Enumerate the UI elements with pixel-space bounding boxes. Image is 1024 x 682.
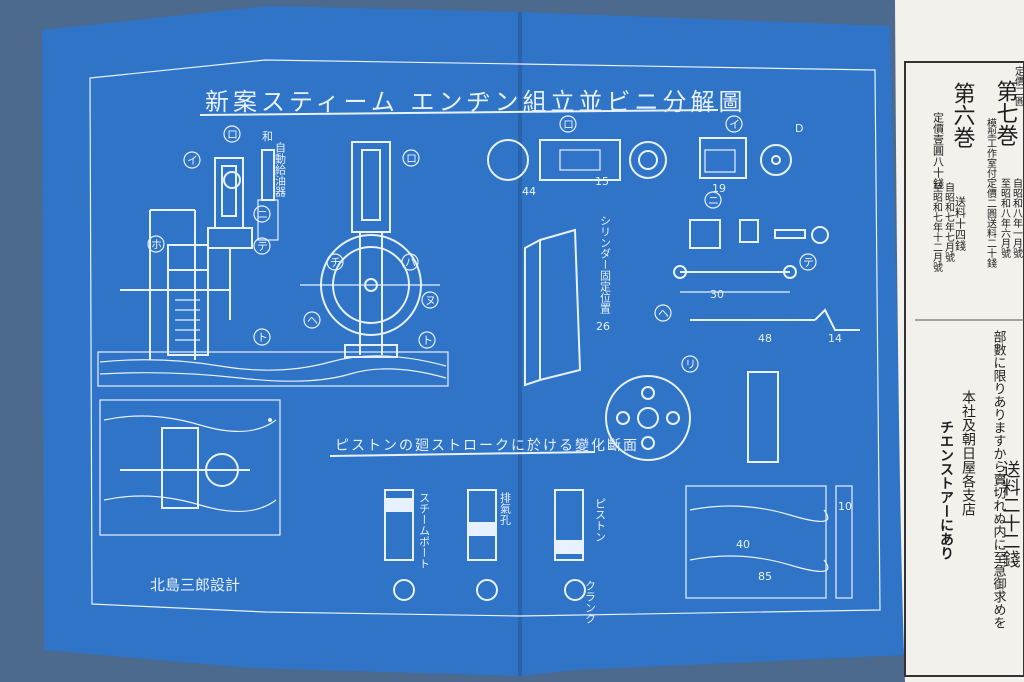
page-border [904, 61, 1024, 677]
dim-44: 44 [522, 185, 536, 198]
label-ha: ハ [405, 256, 416, 269]
part-labels: ロ 和 ニ ホ イ テ ト ロ ハ ヌ ヘ チ ト 自動給油器 [147, 125, 439, 349]
plan-cylinder [161, 427, 199, 509]
title-underline [199, 109, 719, 116]
cylinder-bracket: シリンダー固定位置 26 [524, 215, 612, 387]
dim-85: 85 [758, 570, 772, 583]
date-end-vol7: 至昭和八年六月號 [999, 178, 1011, 259]
header-price-top: 定價二圓 [1013, 65, 1024, 107]
plan-grain-1 [103, 415, 277, 432]
price-vol7: 模型工作室付定價二圓送料二十錢 [985, 118, 997, 269]
base-plan-grain-1 [689, 505, 829, 522]
label-nu: ヌ [425, 294, 436, 307]
date-end-vol6: 至昭和七年十二月號 [931, 182, 943, 273]
piston-section-2: 排氣孔 [467, 489, 512, 601]
book-page [895, 0, 1024, 682]
label-to-center: ト [422, 334, 433, 347]
label-he-part: ヘ [658, 307, 669, 320]
label-steam-port: スチームポート [418, 492, 431, 569]
label-wa: 和 [262, 130, 273, 143]
label-ni-part: ニ [708, 194, 719, 207]
date-start-vol7: 自昭和八年一月號 [1011, 177, 1023, 259]
base-plan-right [685, 485, 827, 599]
label-ri: リ [685, 358, 696, 371]
date-start-vol6: 自昭和七年七月號 [943, 181, 955, 263]
piston-section-3: ピストン クランク [554, 489, 607, 624]
label-i-part: イ [729, 118, 740, 131]
stock-notice: 部數に限りありますから賣切れぬ内に至急御求めを [991, 330, 1007, 629]
label-he: ヘ [307, 314, 318, 327]
label-ro-center: ロ [406, 152, 417, 165]
drawing-border [89, 59, 881, 617]
plan-view-base [99, 399, 281, 536]
label-ho: ホ [151, 238, 162, 251]
price-vol6: 定價壹圓八十錢 [932, 111, 945, 190]
label-crank: クランク [584, 580, 597, 624]
label-te-part: テ [803, 256, 814, 269]
engine-assembly-left [120, 149, 279, 422]
piston-stroke-subtitle: ピストンの廻ストロークに於ける變化斷面 [335, 438, 639, 454]
label-te: テ [257, 240, 268, 253]
plan-grain-2 [103, 495, 277, 512]
label-cyl-position: シリンダー固定位置 [599, 215, 612, 314]
label-i: イ [187, 154, 198, 167]
shipping-note: 送料二十二錢 [1000, 460, 1021, 569]
designer-signature: 北島三郎設計 [150, 576, 240, 594]
shipping-vol6: 送料十四錢 [954, 195, 967, 252]
base-side-right [835, 485, 853, 599]
flywheel-right: リ [605, 355, 779, 463]
dim-30: 30 [710, 288, 724, 301]
dim-10: 10 [838, 500, 852, 513]
dim-40: 40 [736, 538, 750, 551]
parts-top-right: 44 15 19 D ロ イ [487, 115, 803, 198]
parts-middle-right: ニ テ 30 48 14 ヘ [654, 191, 860, 345]
dim-19: 19 [712, 182, 726, 195]
dim-d: D [795, 122, 803, 135]
dim-14: 14 [828, 332, 842, 345]
dim-26: 26 [596, 320, 610, 333]
engine-assembly-center [300, 141, 440, 358]
volume-7-heading: 第七巻 [993, 80, 1019, 146]
label-ro: ロ [227, 128, 238, 141]
label-exhaust: 排氣孔 [499, 491, 512, 526]
label-ni: ニ [257, 208, 268, 221]
dim-15: 15 [595, 175, 609, 188]
label-piston: ピストン [594, 498, 607, 542]
wood-base-left [97, 351, 449, 387]
volume-6-heading: 第六巻 [950, 82, 976, 148]
base-plan-grain-2 [689, 555, 829, 572]
chain-store-note: チエンストアーにあり [938, 420, 954, 560]
store-list: 本社及朝日屋各支店 [960, 390, 976, 516]
subtitle-underline [329, 451, 596, 457]
wood-grain-2 [99, 368, 447, 382]
piston-section-1: スチームポート [384, 489, 431, 601]
dim-48: 48 [758, 332, 772, 345]
label-ro-part: ロ [563, 118, 574, 131]
label-chi: チ [330, 256, 341, 269]
label-oiler: 自動給油器 [274, 142, 287, 198]
label-to: ト [257, 331, 268, 344]
